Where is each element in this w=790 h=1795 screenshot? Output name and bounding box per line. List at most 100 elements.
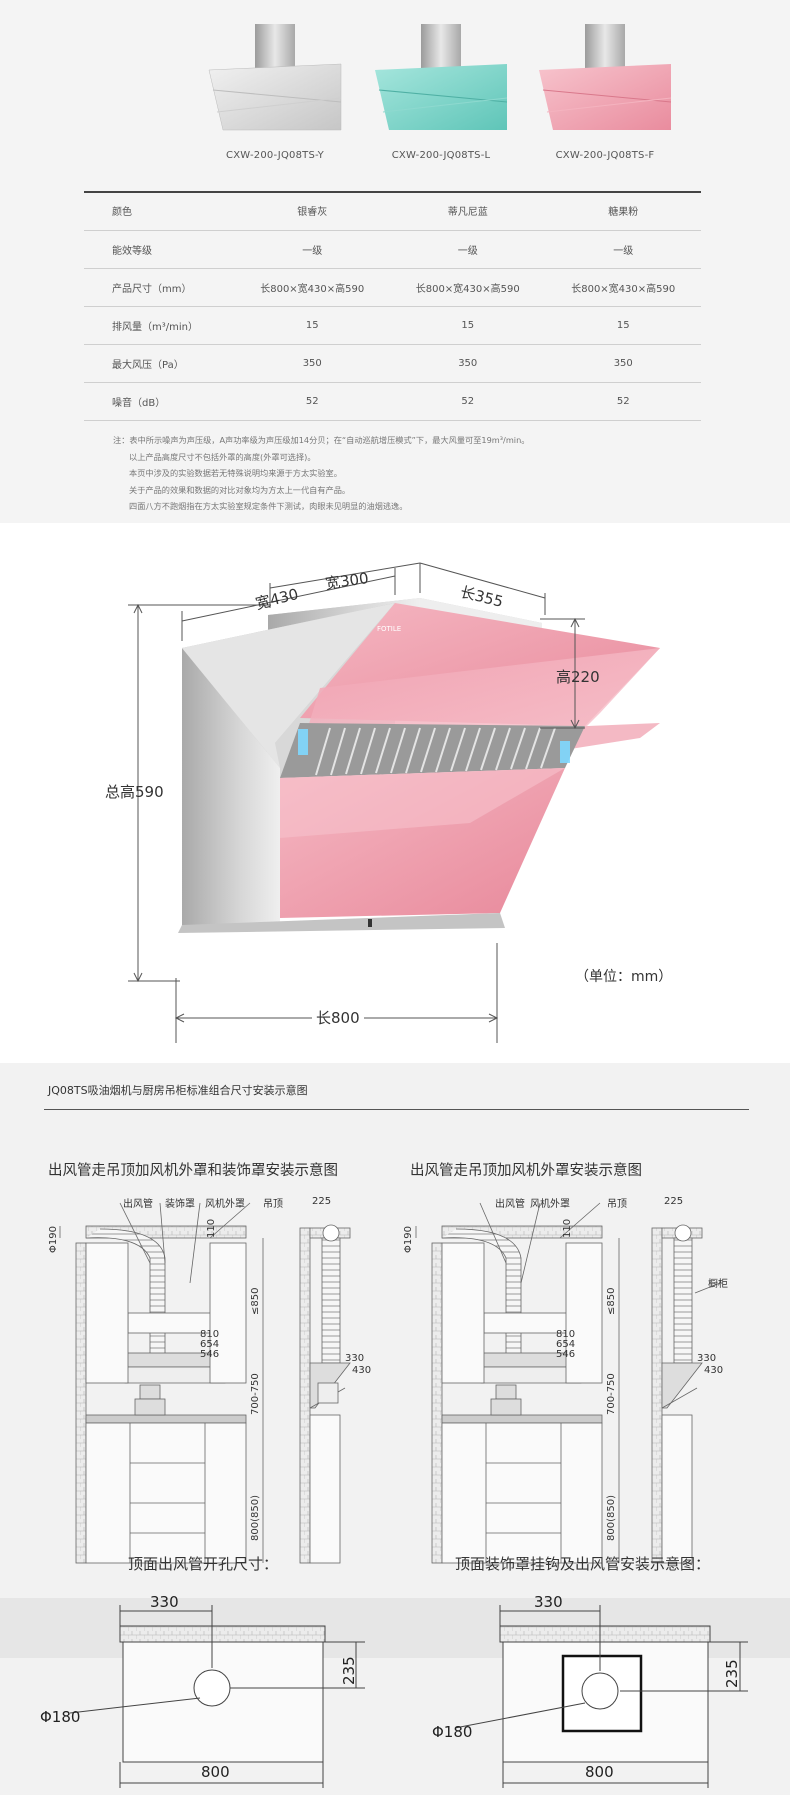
footnotes: 注：表中所示噪声为声压级，A声功率级为声压级加14分贝；在“自动巡航增压模式”下…	[113, 432, 529, 515]
footnote: 四面八方不跑烟指在方太实验室规定条件下测试，肉眼未见明显的油烟逃逸。	[129, 501, 408, 511]
row-label: 噪音（dB）	[112, 397, 166, 409]
dim-235: 235	[723, 1659, 741, 1688]
unit-label: （单位：mm）	[575, 969, 673, 985]
label-fan-cover: 风机外罩	[530, 1199, 570, 1210]
row-label: 排风量（m³/min）	[112, 321, 198, 333]
right-diagram-title: 出风管走吊顶加风机外罩安装示意图	[410, 1163, 642, 1179]
label-700-750: 700-750	[250, 1373, 261, 1415]
installation-rule	[44, 1109, 749, 1110]
installation-title: JQ08TS吸油烟机与厨房吊柜标准组合尺寸安装示意图	[48, 1084, 308, 1097]
left-diagram-title: 出风管走吊顶加风机外罩和装饰罩安装示意图	[48, 1163, 338, 1179]
label-225: 225	[312, 1196, 332, 1207]
cell-value: 52	[616, 395, 630, 407]
table-row: 排风量（m³/min） 15 15 15	[84, 306, 701, 344]
model-label: CXW-200-JQ08TS-Y	[226, 150, 324, 161]
spec-section: CXW-200-JQ08TS-Y CXW-200-JQ08TS-L	[0, 0, 790, 523]
left-front-view	[59, 1202, 264, 1564]
label-225: 225	[664, 1196, 684, 1207]
footnote: 关于产品的效果和数据的对比对象均为方太上一代自有产品。	[129, 484, 351, 495]
bottom-right-title: 顶面装饰罩挂钩及出风管安装示意图：	[455, 1555, 711, 1573]
cell-value: 15	[305, 319, 319, 331]
product-blue: CXW-200-JQ08TS-L	[366, 20, 516, 161]
dim-height-chimney: 高220	[556, 668, 600, 686]
bottom-left-drawing	[69, 1605, 365, 1788]
label-546: 546	[200, 1349, 220, 1360]
label-800-850: 800(850)	[250, 1495, 261, 1541]
label-850: ≤850	[606, 1287, 617, 1315]
dim-330: 330	[534, 1593, 563, 1611]
spec-table: 颜色 银睿灰 蒂凡尼蓝 糖果粉 能效等级 一级 一级 一级 产品尺寸（mm） 长…	[84, 192, 701, 421]
label-700-750: 700-750	[606, 1373, 617, 1415]
cell-value: 52	[305, 395, 319, 407]
label-duct: 出风管	[123, 1199, 153, 1210]
hood-body	[178, 603, 660, 933]
right-front-view	[415, 1202, 620, 1564]
label-phi190: Φ190	[48, 1226, 59, 1253]
hood-base	[178, 913, 505, 933]
dim-phi180: Φ180	[432, 1723, 473, 1741]
right-side-view	[651, 1224, 721, 1564]
label-654: 654	[556, 1339, 576, 1350]
dim-800: 800	[582, 1763, 617, 1781]
table-row: 最大风压（Pa） 350 350 350	[84, 344, 701, 382]
product-grey: CXW-200-JQ08TS-Y	[200, 20, 350, 161]
hood-dimension-drawing: FOTILE	[128, 562, 660, 1043]
cell-value: 糖果粉	[608, 207, 639, 219]
label-fan-cover: 风机外罩	[205, 1199, 245, 1210]
label-ceiling: 吊顶	[263, 1199, 283, 1210]
table-row: 噪音（dB） 52 52 52	[84, 382, 701, 420]
dim-phi180: Φ180	[40, 1708, 81, 1726]
dim-total-height: 总高590	[105, 783, 164, 801]
cell-value: 350	[302, 357, 322, 369]
label-ceiling: 吊顶	[607, 1199, 627, 1210]
product-pink: CXW-200-JQ08TS-F	[530, 20, 680, 161]
installation-section: JQ08TS吸油烟机与厨房吊柜标准组合尺寸安装示意图 出风管走吊顶加风机外罩和装…	[0, 1063, 790, 1795]
label-654: 654	[200, 1339, 220, 1350]
label-330: 330	[697, 1353, 717, 1364]
cell-value: 长800×宽430×高590	[415, 283, 520, 295]
filter-slats	[315, 727, 556, 776]
label-decor-cover: 装饰罩	[165, 1199, 195, 1210]
light-icon	[298, 729, 308, 755]
bottom-right-drawing	[454, 1605, 748, 1788]
label-cabinet: 橱柜	[708, 1279, 728, 1290]
row-label: 能效等级	[112, 245, 152, 257]
label-430: 430	[352, 1365, 372, 1376]
label-duct: 出风管	[495, 1199, 525, 1210]
footnote: 本页中涉及的实验数据若无特殊说明均来源于方太实验室。	[129, 468, 342, 478]
footnote: 注：表中所示噪声为声压级，A声功率级为声压级加14分贝；在“自动巡航增压模式”下…	[113, 435, 530, 445]
bottom-left-title: 顶面出风管开孔尺寸：	[128, 1555, 279, 1573]
dim-235: 235	[340, 1656, 358, 1685]
footnote: 以上产品高度尺寸不包括外罩的高度(外罩可选择)。	[129, 451, 316, 462]
table-row: 颜色 银睿灰 蒂凡尼蓝 糖果粉	[84, 192, 701, 230]
brand-logo: FOTILE	[377, 625, 401, 633]
label-430: 430	[704, 1365, 724, 1376]
label-850: ≤850	[250, 1287, 261, 1315]
cell-value: 15	[461, 319, 475, 331]
label-810: 810	[556, 1329, 576, 1340]
cell-value: 长800×宽430×高590	[571, 283, 676, 295]
left-side-view	[299, 1224, 351, 1564]
row-label: 最大风压（Pa）	[112, 359, 184, 371]
table-row: 能效等级 一级 一级 一级	[84, 230, 701, 268]
label-phi190: Φ190	[403, 1226, 414, 1253]
cell-value: 350	[613, 357, 633, 369]
range-hood-image-blue	[371, 20, 511, 138]
row-label: 颜色	[112, 207, 132, 219]
cell-value: 蒂凡尼蓝	[447, 207, 488, 219]
range-hood-image-grey	[205, 20, 345, 138]
dim-800: 800	[198, 1763, 233, 1781]
cell-value: 银睿灰	[297, 207, 328, 219]
label-110: 110	[562, 1218, 573, 1238]
cell-value: 长800×宽430×高590	[260, 283, 365, 295]
dim-length-bottom: 长800	[312, 1007, 364, 1028]
installation-drawings	[0, 1202, 790, 1788]
cell-value: 一级	[613, 245, 634, 257]
label-330: 330	[345, 1353, 365, 1364]
cell-value: 一级	[457, 245, 478, 257]
table-top-rule	[84, 191, 701, 193]
dim-330: 330	[150, 1593, 179, 1611]
dimension-section: FOTILE 宽300 长355 宽430 高220 总高5	[0, 523, 790, 1063]
cell-value: 一级	[302, 245, 323, 257]
cell-value: 15	[616, 319, 630, 331]
